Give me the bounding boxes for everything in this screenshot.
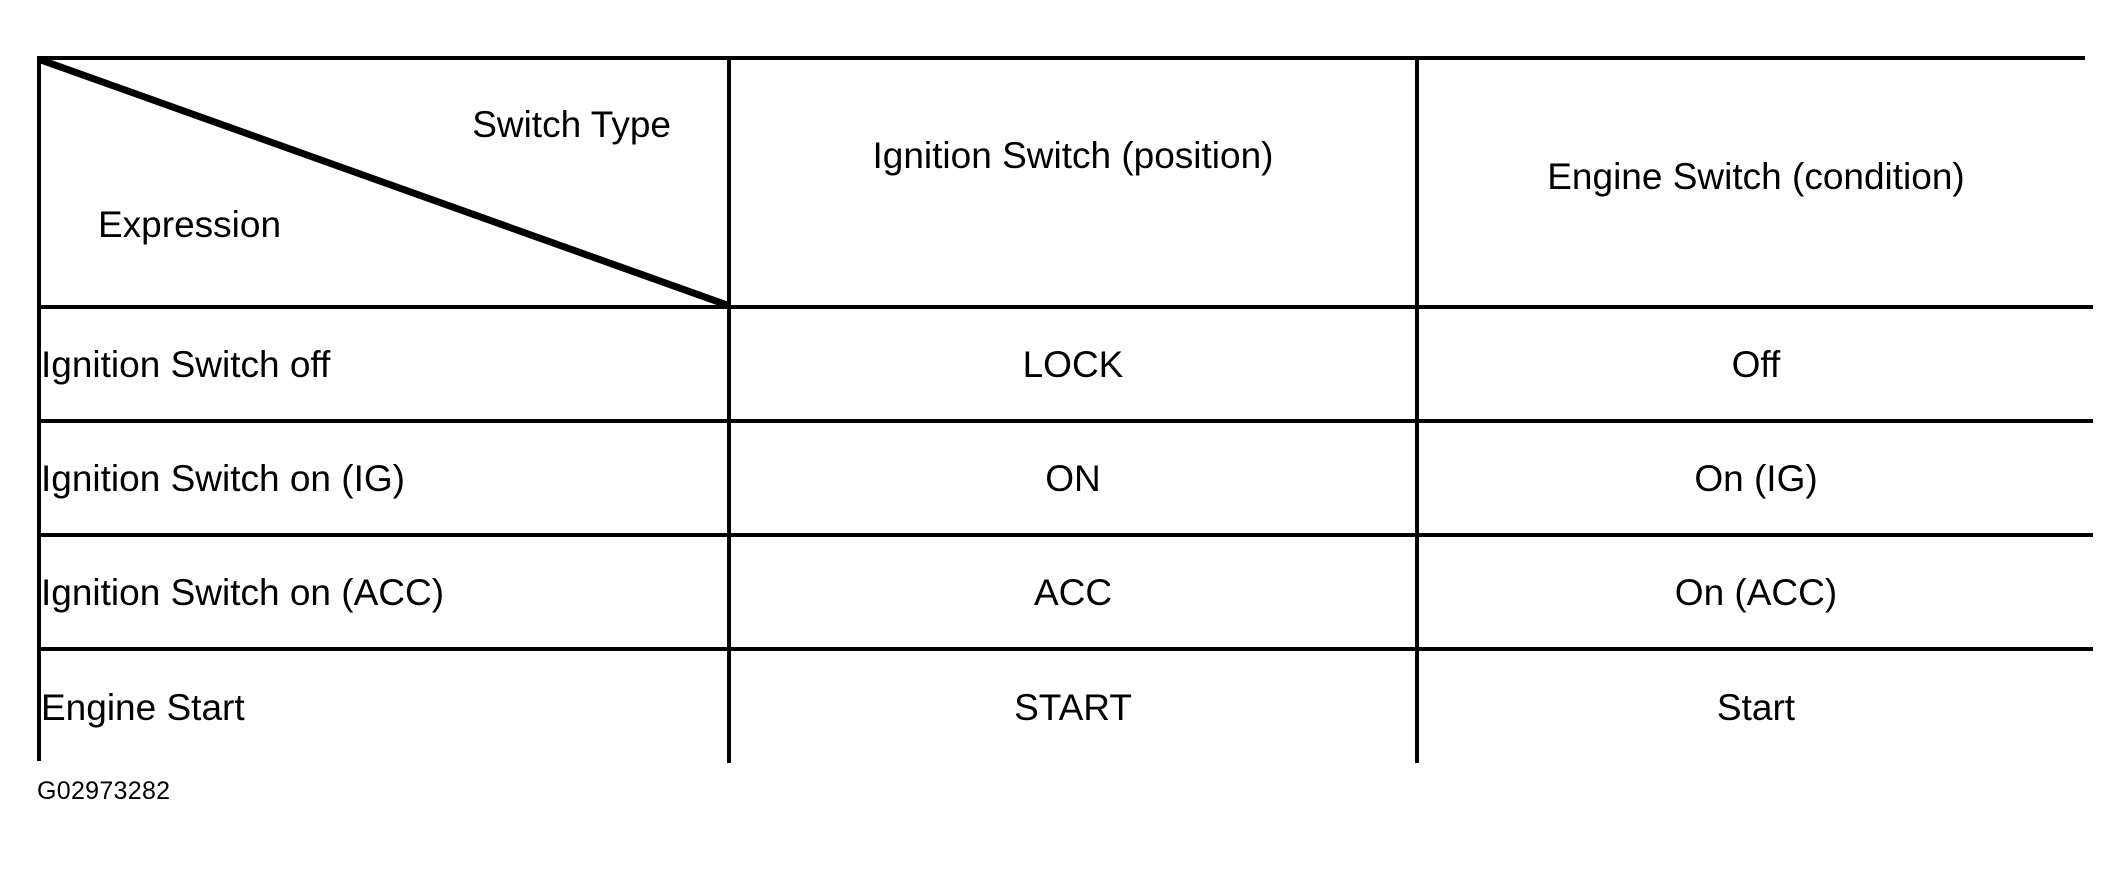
cell-engine-condition-row-0: Off (1417, 305, 2093, 421)
corner-row-axis-label: Expression (98, 204, 282, 245)
row-label-engine-start: Engine Start (41, 647, 731, 763)
cell-engine-condition-row-2: On (ACC) (1417, 533, 2093, 649)
table-row: Engine Start START Start (41, 647, 2093, 763)
figure-caption-id: G02973282 (37, 777, 171, 805)
cell-ignition-position-row-2: ACC (729, 533, 1419, 649)
cell-ignition-position-row-0: LOCK (729, 305, 1419, 421)
corner-header-cell: Switch Type Expression (41, 60, 731, 307)
row-label-ignition-switch-on-ig: Ignition Switch on (IG) (41, 419, 731, 535)
spec-table: Switch Type Expression Ignition Switch (… (41, 60, 2093, 763)
table-body: Switch Type Expression Ignition Switch (… (41, 60, 2093, 763)
table-row: Ignition Switch off LOCK Off (41, 305, 2093, 421)
corner-column-axis-label: Switch Type (472, 104, 671, 145)
cell-engine-condition-row-1: On (IG) (1417, 419, 2093, 535)
table-header-row: Switch Type Expression Ignition Switch (… (41, 60, 2093, 307)
column-header-ignition-switch-position: Ignition Switch (position) (729, 60, 1419, 307)
row-label-ignition-switch-off: Ignition Switch off (41, 305, 731, 421)
cell-ignition-position-row-3: START (729, 647, 1419, 763)
diagonal-divider-line (41, 60, 727, 305)
cell-engine-condition-row-3: Start (1417, 647, 2093, 763)
row-label-ignition-switch-on-acc: Ignition Switch on (ACC) (41, 533, 731, 649)
switch-type-expression-table: Switch Type Expression Ignition Switch (… (37, 56, 2093, 763)
table-row: Ignition Switch on (ACC) ACC On (ACC) (41, 533, 2093, 649)
cell-ignition-position-row-1: ON (729, 419, 1419, 535)
table-row: Ignition Switch on (IG) ON On (IG) (41, 419, 2093, 535)
column-header-engine-switch-condition: Engine Switch (condition) (1417, 60, 2093, 307)
